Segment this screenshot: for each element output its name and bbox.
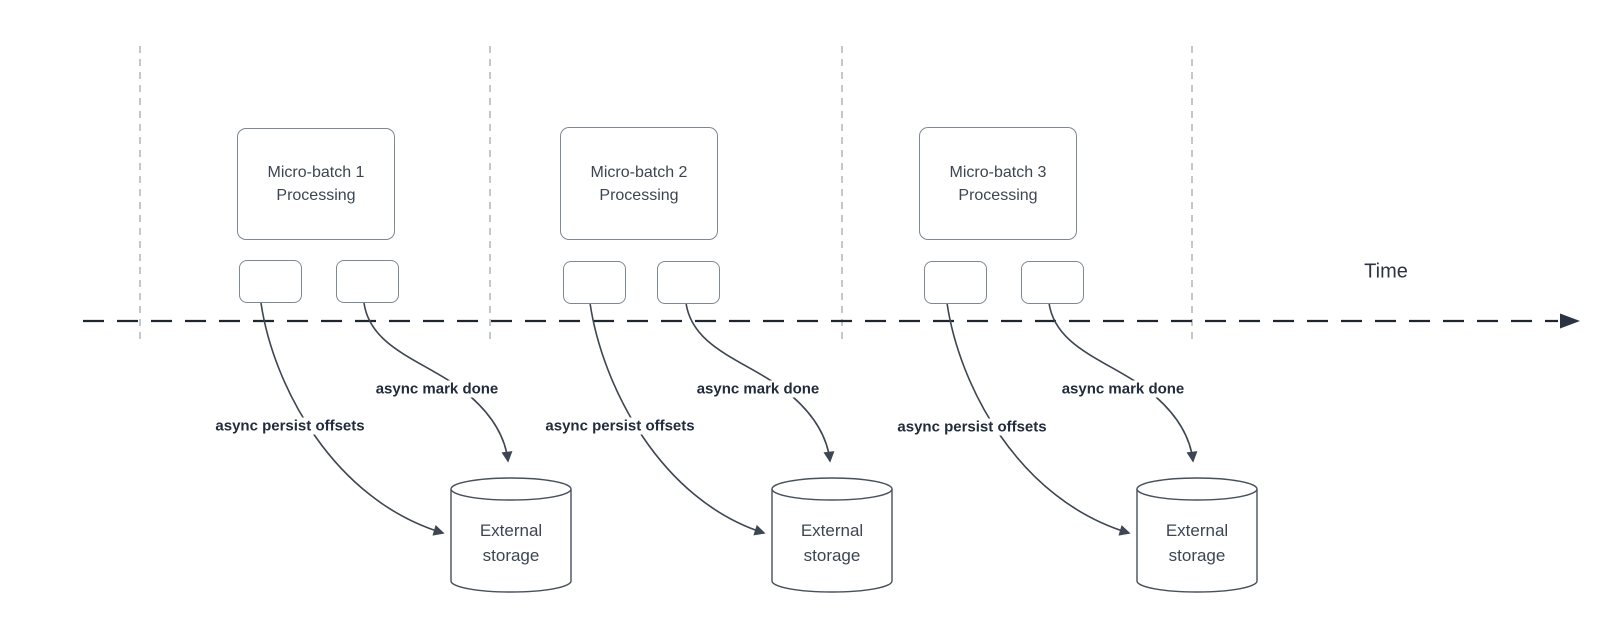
external-storage-label-3: External storage xyxy=(1165,521,1229,565)
external-storage-cylinder-1 xyxy=(450,477,572,593)
persist-offsets-arrow-1 xyxy=(260,302,445,536)
micro-batch-1-box: Micro-batch 1 Processing xyxy=(237,128,395,240)
micro-batch-1-port-left xyxy=(239,260,302,303)
micro-batch-2-port-left xyxy=(563,261,626,304)
timeline-arrowhead-icon xyxy=(1560,313,1580,329)
mark-done-label-1: async mark done xyxy=(372,380,502,398)
micro-batch-3-title: Micro-batch 3 Processing xyxy=(949,163,1047,204)
mark-done-label-2: async mark done xyxy=(693,380,823,398)
persist-offsets-arrow-2 xyxy=(589,302,766,536)
persist-offsets-label-2: async persist offsets xyxy=(542,417,698,435)
external-storage-label-2: External storage xyxy=(800,521,864,565)
persist-offsets-label-1: async persist offsets xyxy=(212,417,368,435)
persist-offsets-label-3: async persist offsets xyxy=(894,418,1050,436)
time-label: Time xyxy=(1364,260,1408,283)
persist-offsets-arrow-3 xyxy=(946,302,1131,536)
micro-batch-1-port-right xyxy=(336,260,399,303)
micro-batch-3-box: Micro-batch 3 Processing xyxy=(919,127,1077,240)
external-storage-cylinder-2 xyxy=(771,477,893,593)
micro-batch-2-box: Micro-batch 2 Processing xyxy=(560,127,718,240)
micro-batch-2-title: Micro-batch 2 Processing xyxy=(590,163,688,204)
micro-batch-3-port-left xyxy=(924,261,987,304)
mark-done-label-3: async mark done xyxy=(1058,380,1188,398)
micro-batch-1-title: Micro-batch 1 Processing xyxy=(267,164,365,204)
external-storage-cylinder-3 xyxy=(1136,477,1258,593)
micro-batch-3-port-right xyxy=(1021,261,1084,304)
micro-batch-2-port-right xyxy=(657,261,720,304)
external-storage-label-1: External storage xyxy=(479,521,543,565)
